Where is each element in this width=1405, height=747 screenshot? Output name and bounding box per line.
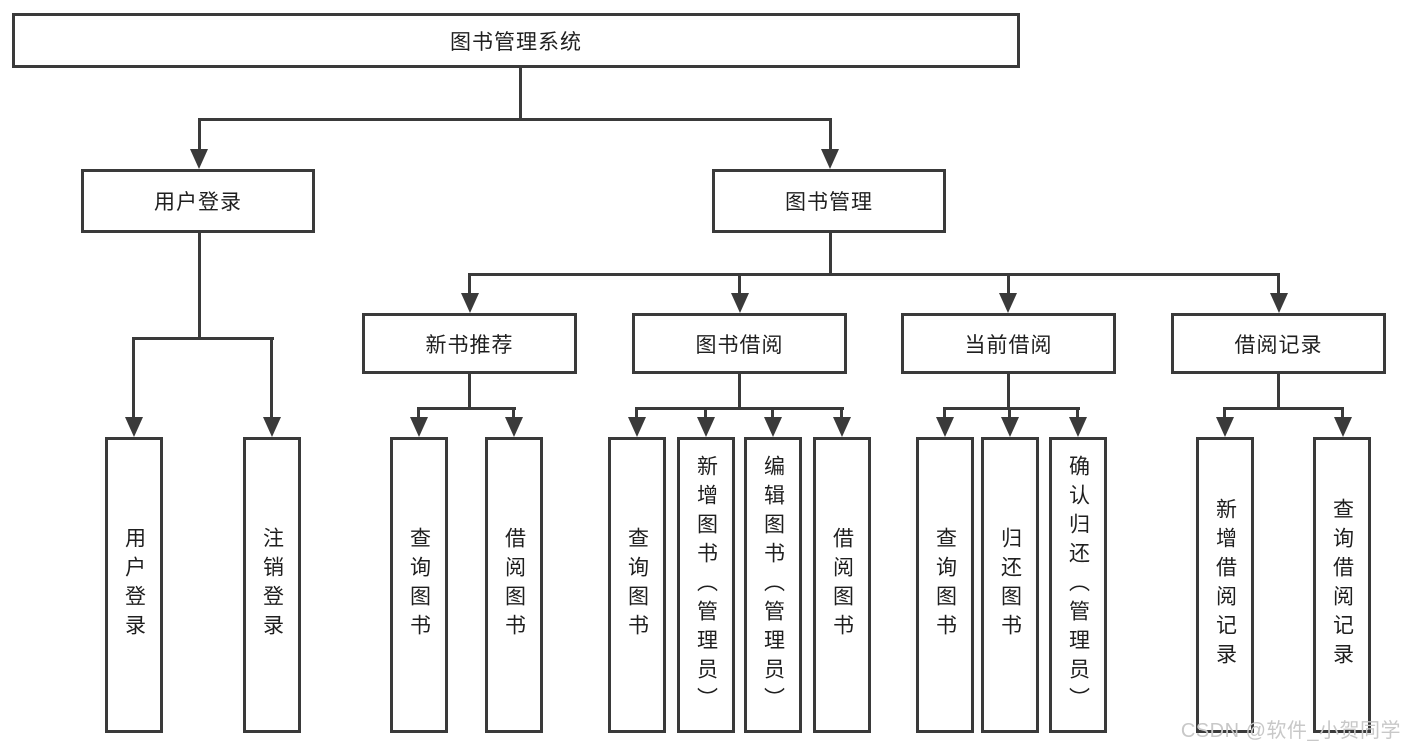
arrowhead-user-login — [190, 149, 208, 169]
node-book-management-label: 图书管理 — [785, 191, 873, 214]
connector-drop-current-borrowing — [1007, 273, 1010, 297]
connector-cb-splitter — [943, 407, 1080, 410]
node-current-borrowing-label: 当前借阅 — [964, 333, 1053, 357]
connector-drop-cb-query — [943, 407, 946, 420]
leaf-cb-query-books-label: 查询图书 — [933, 527, 957, 643]
connector-drop-bb-query — [635, 407, 638, 420]
connector-level3-splitter — [468, 273, 1280, 276]
leaf-nb-borrow-books: 借阅图书 — [485, 437, 543, 733]
connector-drop-br-query — [1341, 407, 1344, 420]
arrowhead-cb-return — [1001, 417, 1019, 437]
connector-level2-splitter — [198, 118, 832, 121]
connector-drop-nb-query — [417, 407, 420, 420]
connector-drop-book-borrowing — [738, 273, 741, 297]
leaf-bb-query-books-label: 查询图书 — [625, 527, 649, 643]
connector-book-borrowing-stub — [738, 374, 741, 408]
connector-drop-bb-add — [704, 407, 707, 420]
connector-drop-cb-confirm — [1076, 407, 1079, 420]
connector-bb-splitter — [635, 407, 844, 410]
connector-root-stub — [519, 68, 522, 118]
node-book-management: 图书管理 — [712, 169, 946, 233]
arrowhead-br-add — [1216, 417, 1234, 437]
leaf-logout: 注销登录 — [243, 437, 301, 733]
node-user-login: 用户登录 — [81, 169, 315, 233]
node-book-borrowing-label: 图书借阅 — [695, 333, 784, 357]
arrowhead-leaf-logout — [263, 417, 281, 437]
leaf-bb-borrow-books: 借阅图书 — [813, 437, 871, 733]
watermark: CSDN @软件_小贺同学 — [1180, 720, 1401, 742]
arrowhead-bb-borrow — [833, 417, 851, 437]
arrowhead-bb-add — [697, 417, 715, 437]
connector-new-book-recommend-stub — [468, 374, 471, 408]
connector-user-login-splitter — [133, 337, 274, 340]
connector-drop-leaf-logout — [270, 337, 273, 420]
connector-drop-leaf-user-login — [132, 337, 135, 420]
arrowhead-book-borrowing — [731, 293, 749, 313]
arrowhead-nb-query — [410, 417, 428, 437]
leaf-bb-add-books: 新增图书（管理员） — [677, 437, 735, 733]
node-borrowing-records-label: 借阅记录 — [1234, 333, 1323, 357]
connector-book-management-stub — [829, 233, 832, 274]
leaf-br-query-record-label: 查询借阅记录 — [1330, 498, 1354, 672]
connector-br-splitter — [1223, 407, 1344, 410]
leaf-nb-query-books-label: 查询图书 — [407, 527, 431, 643]
arrowhead-bb-query — [628, 417, 646, 437]
node-library-system: 图书管理系统 — [12, 13, 1020, 68]
leaf-cb-return-books: 归还图书 — [981, 437, 1039, 733]
connector-user-login-stub — [198, 233, 201, 338]
leaf-bb-query-books: 查询图书 — [608, 437, 666, 733]
arrowhead-cb-confirm — [1069, 417, 1087, 437]
connector-drop-book-management — [829, 118, 832, 153]
node-borrowing-records: 借阅记录 — [1171, 313, 1386, 374]
node-current-borrowing: 当前借阅 — [901, 313, 1116, 374]
leaf-nb-query-books: 查询图书 — [390, 437, 448, 733]
connector-drop-nb-borrow — [512, 407, 515, 420]
arrowhead-current-borrowing — [999, 293, 1017, 313]
node-user-login-label: 用户登录 — [154, 191, 242, 214]
connector-drop-br-add — [1223, 407, 1226, 420]
arrowhead-new-book-recommend — [461, 293, 479, 313]
connector-drop-bb-borrow — [840, 407, 843, 420]
connector-drop-user-login — [198, 118, 201, 153]
node-new-book-recommend-label: 新书推荐 — [425, 333, 514, 357]
arrowhead-book-management — [821, 149, 839, 169]
leaf-bb-add-books-label: 新增图书（管理员） — [694, 454, 718, 716]
leaf-bb-edit-books-label: 编辑图书（管理员） — [761, 454, 785, 716]
leaf-nb-borrow-books-label: 借阅图书 — [502, 527, 526, 643]
leaf-cb-query-books: 查询图书 — [916, 437, 974, 733]
connector-drop-borrowing-records — [1277, 273, 1280, 297]
connector-drop-bb-edit — [771, 407, 774, 420]
connector-current-borrowing-stub — [1007, 374, 1010, 408]
leaf-br-add-record-label: 新增借阅记录 — [1213, 498, 1237, 672]
leaf-user-login-label: 用户登录 — [122, 527, 146, 643]
connector-nb-splitter — [417, 407, 516, 410]
leaf-user-login: 用户登录 — [105, 437, 163, 733]
connector-drop-new-book-recommend — [468, 273, 471, 297]
leaf-cb-confirm-return-label: 确认归还（管理员） — [1066, 454, 1090, 716]
connector-borrowing-records-stub — [1277, 374, 1280, 408]
node-library-system-label: 图书管理系统 — [450, 30, 582, 54]
arrowhead-cb-query — [936, 417, 954, 437]
node-book-borrowing: 图书借阅 — [632, 313, 847, 374]
leaf-cb-confirm-return: 确认归还（管理员） — [1049, 437, 1107, 733]
leaf-cb-return-books-label: 归还图书 — [998, 527, 1022, 643]
arrowhead-nb-borrow — [505, 417, 523, 437]
connector-drop-cb-return — [1008, 407, 1011, 420]
node-new-book-recommend: 新书推荐 — [362, 313, 577, 374]
leaf-br-add-record: 新增借阅记录 — [1196, 437, 1254, 733]
leaf-bb-borrow-books-label: 借阅图书 — [830, 527, 854, 643]
leaf-br-query-record: 查询借阅记录 — [1313, 437, 1371, 733]
arrowhead-bb-edit — [764, 417, 782, 437]
arrowhead-borrowing-records — [1270, 293, 1288, 313]
arrowhead-leaf-user-login — [125, 417, 143, 437]
leaf-logout-label: 注销登录 — [260, 527, 284, 643]
leaf-bb-edit-books: 编辑图书（管理员） — [744, 437, 802, 733]
arrowhead-br-query — [1334, 417, 1352, 437]
